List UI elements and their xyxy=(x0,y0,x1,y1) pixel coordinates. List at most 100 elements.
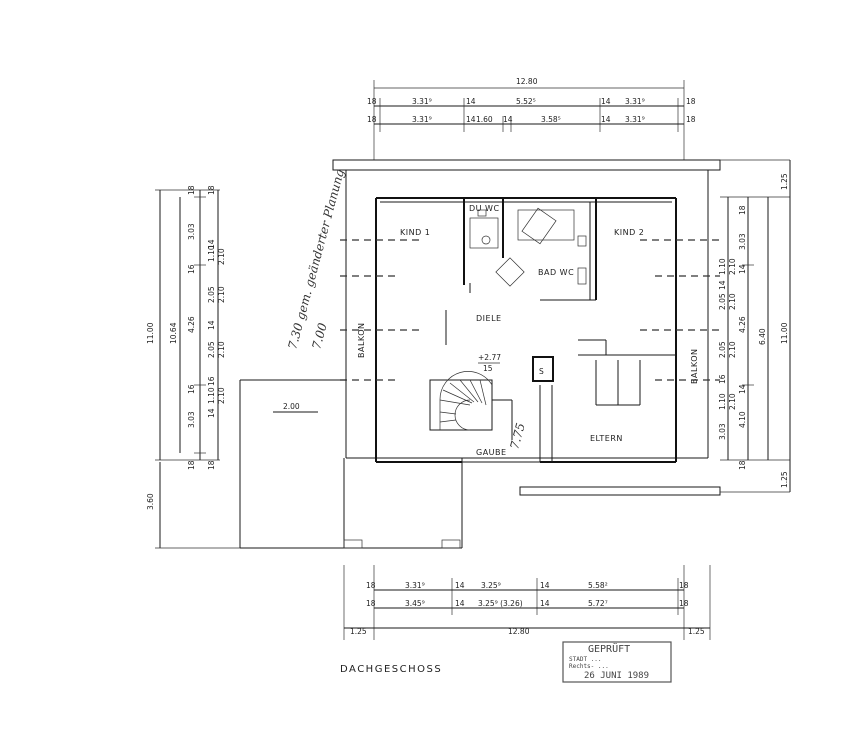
stair-level-sub: 15 xyxy=(483,364,493,373)
bottom-row1-b: 3.31⁹ xyxy=(405,581,425,590)
right-top: 1.25 xyxy=(780,173,789,190)
left-chain-b-6: 2.10 xyxy=(217,286,226,303)
right-chain-b-9: 1.10 xyxy=(718,393,727,410)
room-kind2: KIND 2 xyxy=(614,228,644,237)
top-row1-a: 18 xyxy=(367,97,377,106)
roof-outline xyxy=(332,159,721,459)
bottom-overall-mid: 12.80 xyxy=(508,627,530,636)
room-du-wc: DU WC xyxy=(469,204,500,213)
bottom-row2-f: 5.72⁷ xyxy=(588,599,608,608)
right-chain-b-1: 1.10 xyxy=(718,258,727,275)
right-chain-b-5: 2.10 xyxy=(728,293,737,310)
stamp-line1: GEPRÜFT xyxy=(588,642,630,655)
right-overall: 11.00 xyxy=(780,322,789,344)
left-chain-a-4: 4.26 xyxy=(187,316,196,333)
right-chain-b-7: 2.10 xyxy=(728,341,737,358)
bottom-dimension-chains: 18 3.31⁹ 14 3.25⁹ 14 5.58² 18 18 3.45⁹ 1… xyxy=(343,565,711,640)
top-row1-f: 3.31⁹ xyxy=(625,97,645,106)
handwritten-line3: 7.75 xyxy=(507,421,527,450)
right-inner: 6.40 xyxy=(758,328,767,345)
handwritten-line2: 7.00 xyxy=(309,321,330,351)
top-row1-b: 3.31⁹ xyxy=(412,97,432,106)
left-chain-b-3: 1.10 xyxy=(207,245,216,262)
approval-stamp: GEPRÜFT STADT ... Rechts- ... 26 JUNI 19… xyxy=(562,641,672,683)
right-chain-a-5: 14 xyxy=(738,384,747,394)
left-chain-b-1: 18 xyxy=(207,185,216,195)
top-row2-e: 14 xyxy=(503,115,513,124)
right-bottom: 1.25 xyxy=(780,471,789,488)
room-balkon-left: BALKON xyxy=(357,322,366,358)
right-chain-a-6: 4.10 xyxy=(738,411,747,428)
stamp-line3: Rechts- ... xyxy=(569,663,609,670)
stair-level: +2.77 xyxy=(478,353,501,362)
stamp-line2: STADT ... xyxy=(569,656,602,663)
staircase xyxy=(429,371,513,440)
bottom-overall-left: 1.25 xyxy=(350,627,367,636)
left-overall: 11.00 xyxy=(146,322,155,344)
left-chain-b-7: 14 xyxy=(207,320,216,330)
level-marker-left: 2.00 xyxy=(283,402,300,411)
left-chain-b-12: 2.10 xyxy=(217,387,226,404)
right-chain-a-4: 4.26 xyxy=(738,316,747,333)
interior-walls xyxy=(445,198,676,406)
left-chain-a-7: 18 xyxy=(187,460,196,470)
right-chain-b-4: 2.05 xyxy=(718,293,727,310)
bottom-overall-right: 1.25 xyxy=(688,627,705,636)
right-chain-b-2: 2.10 xyxy=(728,258,737,275)
room-bad-wc: BAD WC xyxy=(538,268,574,277)
chimney: S xyxy=(532,356,554,462)
right-chain-b-11: 3.03 xyxy=(718,423,727,440)
room-diele: DIELE xyxy=(476,314,502,323)
left-inner: 10.64 xyxy=(169,322,178,344)
top-row2-i: 18 xyxy=(686,115,696,124)
room-labels: KIND 1 DU WC KIND 2 BAD WC DIELE ELTERN … xyxy=(357,204,699,457)
top-row2-f: 3.58⁵ xyxy=(541,115,561,124)
right-chain-b-6: 2.05 xyxy=(718,341,727,358)
chimney-label: S xyxy=(539,367,544,376)
right-chain-a-7: 18 xyxy=(738,460,747,470)
bottom-row1-c: 14 xyxy=(455,581,465,590)
right-chain-a-1: 18 xyxy=(738,205,747,215)
room-gaube: GAUBE xyxy=(476,448,507,457)
bottom-row2-c: 14 xyxy=(455,599,465,608)
top-row2-a: 18 xyxy=(367,115,377,124)
left-chain-a-6: 3.03 xyxy=(187,411,196,428)
left-dimension-chains: 11.00 10.64 18 3.03 16 4.26 16 3.03 18 1… xyxy=(146,185,240,549)
outer-walls xyxy=(375,197,677,463)
room-kind1: KIND 1 xyxy=(400,228,430,237)
bottom-row1-a: 18 xyxy=(366,581,376,590)
left-chain-a-2: 3.03 xyxy=(187,223,196,240)
bottom-row2-e: 14 xyxy=(540,599,550,608)
top-dimension-chains: 12.80 18 3.31⁹ 14 5.52⁵ 14 3.31⁹ 18 18 3… xyxy=(367,77,696,160)
bottom-row1-g: 18 xyxy=(679,581,689,590)
knee-wall-dashes xyxy=(340,239,720,381)
room-balkon-right: BALKON xyxy=(690,348,699,384)
top-row1-e: 14 xyxy=(601,97,611,106)
left-chain-b-2: 14 xyxy=(207,239,216,249)
left-chain-b-4: 2.10 xyxy=(217,248,226,265)
right-chain-a-3: 14 xyxy=(738,264,747,274)
top-row1-d: 5.52⁵ xyxy=(516,97,536,106)
top-row2-b: 3.31⁹ xyxy=(412,115,432,124)
bad-wc-fixtures xyxy=(495,207,587,287)
lower-extension: 2.00 xyxy=(239,379,721,549)
room-eltern: ELTERN xyxy=(590,434,623,443)
top-row2-h: 3.31⁹ xyxy=(625,115,645,124)
right-chain-b-8: 16 xyxy=(718,374,727,384)
bottom-row2-g: 18 xyxy=(679,599,689,608)
right-chain-a-2: 3.03 xyxy=(738,233,747,250)
bottom-row2-d: 3.25⁹ (3.26) xyxy=(478,599,523,608)
bottom-row2-b: 3.45⁹ xyxy=(405,599,425,608)
left-chain-b-8: 2.05 xyxy=(207,341,216,358)
right-chain-b-3: 14 xyxy=(718,280,727,290)
left-chain-a-3: 16 xyxy=(187,264,196,274)
left-chain-b-10: 16 xyxy=(207,376,216,386)
left-chain-b-5: 2.05 xyxy=(207,286,216,303)
left-chain-b-9: 2.10 xyxy=(217,341,226,358)
left-chain-a-1: 18 xyxy=(187,185,196,195)
left-chain-a-5: 16 xyxy=(187,384,196,394)
bottom-row1-e: 14 xyxy=(540,581,550,590)
top-row2-g: 14 xyxy=(601,115,611,124)
drawing-title: DACHGESCHOSS xyxy=(340,664,442,675)
